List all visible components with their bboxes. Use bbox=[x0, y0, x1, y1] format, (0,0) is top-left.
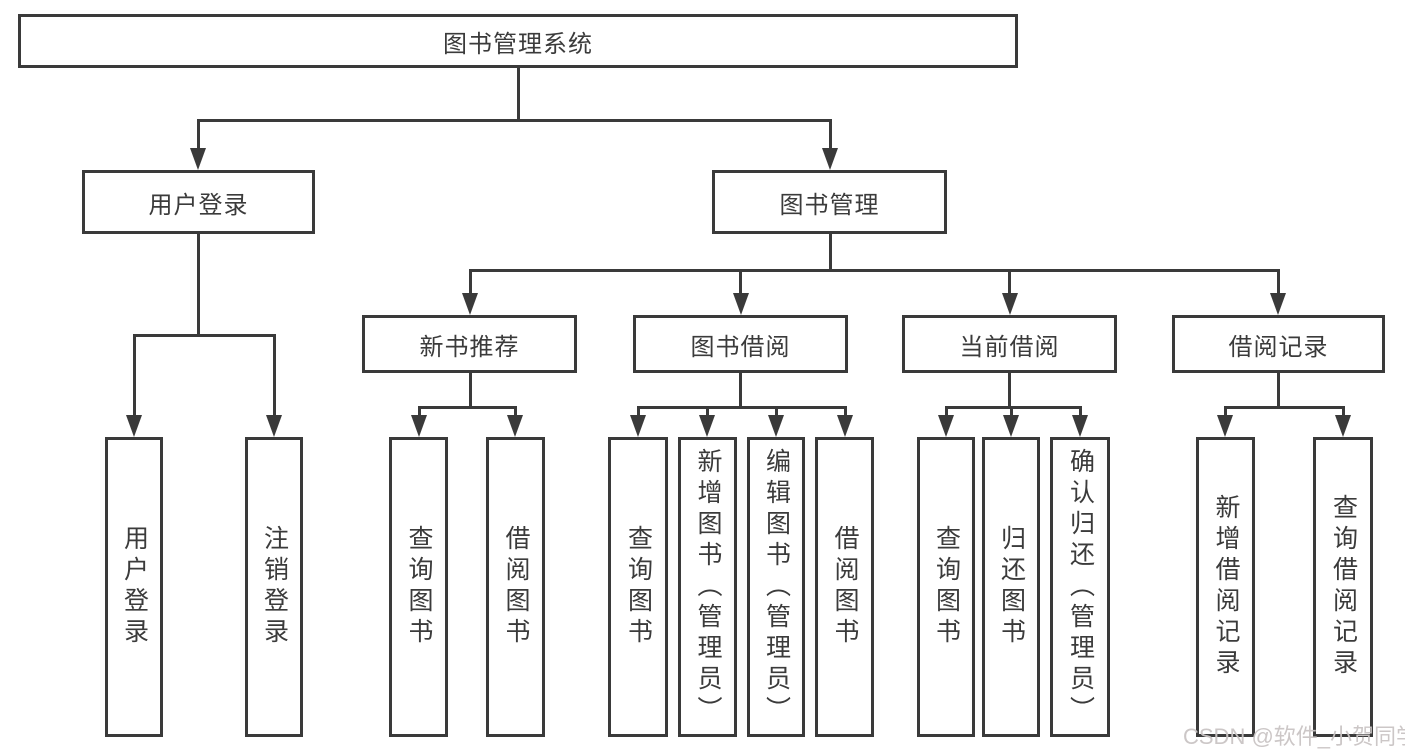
leaf-label: 新增图书（管理员） bbox=[694, 447, 722, 727]
leaf-confirm-return-admin: 确认归还（管理员） bbox=[1050, 437, 1110, 737]
connector-stem bbox=[468, 373, 472, 409]
leaf-query-books-borrow: 查询图书 bbox=[608, 437, 668, 737]
connector-drop bbox=[774, 406, 778, 417]
connector-bus bbox=[944, 406, 1082, 409]
connector-bus bbox=[636, 406, 845, 409]
arrow-down-icon bbox=[1001, 293, 1018, 315]
node-current-borrowing: 当前借阅 bbox=[902, 315, 1117, 373]
connector-level3-bus bbox=[468, 269, 1280, 272]
leaf-query-books-current: 查询图书 bbox=[917, 437, 975, 737]
connector-drop bbox=[636, 406, 640, 417]
connector-stem bbox=[1008, 373, 1011, 409]
connector-drop bbox=[739, 269, 742, 295]
node-book-management: 图书管理 bbox=[712, 170, 947, 234]
connector-drop bbox=[1078, 406, 1082, 417]
leaf-label: 用户登录 bbox=[120, 525, 149, 649]
arrow-down-icon bbox=[938, 415, 954, 437]
connector-drop bbox=[944, 406, 948, 417]
node-library-management-system: 图书管理系统 bbox=[18, 14, 1018, 68]
node-book-borrowing: 图书借阅 bbox=[633, 315, 848, 373]
leaf-borrow-books-recommend: 借阅图书 bbox=[486, 437, 545, 737]
arrow-down-icon bbox=[837, 415, 853, 437]
connector-root-stem bbox=[516, 68, 520, 122]
connector-drop bbox=[843, 406, 847, 417]
leaf-label: 确认归还（管理员） bbox=[1066, 447, 1095, 727]
connector-drop bbox=[1223, 406, 1227, 417]
connector-bus bbox=[417, 406, 517, 409]
leaf-label: 查询借阅记录 bbox=[1329, 494, 1358, 680]
connector-drop bbox=[1341, 406, 1345, 417]
arrow-down-icon bbox=[732, 293, 749, 315]
arrow-down-icon bbox=[1335, 415, 1351, 437]
connector-bus bbox=[1223, 406, 1345, 409]
leaf-user-login: 用户登录 bbox=[105, 437, 163, 737]
leaf-label: 借阅图书 bbox=[502, 525, 530, 649]
connector-stem bbox=[739, 373, 742, 409]
leaf-label: 借阅图书 bbox=[831, 525, 859, 649]
node-borrowing-records: 借阅记录 bbox=[1172, 315, 1385, 373]
connector-drop bbox=[1009, 406, 1013, 417]
leaf-edit-books-admin: 编辑图书（管理员） bbox=[747, 437, 805, 737]
arrow-down-icon bbox=[266, 415, 282, 437]
leaf-add-borrow-record: 新增借阅记录 bbox=[1196, 437, 1255, 737]
connector-userlogin-bus bbox=[132, 334, 276, 337]
leaf-label: 查询图书 bbox=[405, 525, 433, 649]
leaf-logout: 注销登录 bbox=[245, 437, 303, 737]
connector-drop bbox=[1008, 269, 1011, 295]
leaf-label: 归还图书 bbox=[997, 525, 1026, 649]
node-new-book-recommendation: 新书推荐 bbox=[362, 315, 577, 373]
arrow-down-icon bbox=[1003, 415, 1019, 437]
connector-drop bbox=[705, 406, 709, 417]
leaf-label: 查询图书 bbox=[624, 525, 653, 649]
leaf-query-borrow-record: 查询借阅记录 bbox=[1313, 437, 1373, 737]
leaf-label: 注销登录 bbox=[260, 525, 289, 649]
connector-stem bbox=[1276, 373, 1280, 409]
csdn-watermark: CSDN @软件_小贺同学 bbox=[1183, 724, 1405, 749]
connector-drop bbox=[513, 406, 517, 417]
arrow-down-icon bbox=[411, 415, 427, 437]
connector-drop bbox=[272, 334, 276, 417]
arrow-down-icon bbox=[822, 148, 838, 170]
connector-drop-user-login bbox=[196, 119, 200, 150]
connector-drop bbox=[1276, 269, 1280, 295]
arrow-down-icon bbox=[462, 293, 478, 315]
node-user-login: 用户登录 bbox=[82, 170, 315, 234]
leaf-borrow-books: 借阅图书 bbox=[815, 437, 874, 737]
connector-bookmgmt-stem bbox=[828, 234, 832, 272]
connector-userlogin-stem bbox=[196, 234, 200, 337]
arrow-down-icon bbox=[126, 415, 142, 437]
leaf-query-books-recommend: 查询图书 bbox=[389, 437, 448, 737]
leaf-label: 编辑图书（管理员） bbox=[762, 447, 791, 727]
leaf-label: 新增借阅记录 bbox=[1212, 494, 1240, 680]
arrow-down-icon bbox=[630, 415, 646, 437]
leaf-return-books: 归还图书 bbox=[982, 437, 1040, 737]
arrow-down-icon bbox=[699, 415, 715, 437]
leaf-label: 查询图书 bbox=[932, 525, 961, 649]
arrow-down-icon bbox=[1072, 415, 1088, 437]
connector-drop-book-mgmt bbox=[828, 119, 832, 150]
arrow-down-icon bbox=[507, 415, 523, 437]
arrow-down-icon bbox=[768, 415, 784, 437]
leaf-add-books-admin: 新增图书（管理员） bbox=[678, 437, 737, 737]
connector-drop bbox=[132, 334, 136, 417]
connector-drop bbox=[417, 406, 421, 417]
connector-level2-bus bbox=[196, 119, 832, 122]
arrow-down-icon bbox=[1270, 293, 1286, 315]
connector-drop bbox=[468, 269, 472, 295]
arrow-down-icon bbox=[190, 148, 206, 170]
arrow-down-icon bbox=[1217, 415, 1233, 437]
